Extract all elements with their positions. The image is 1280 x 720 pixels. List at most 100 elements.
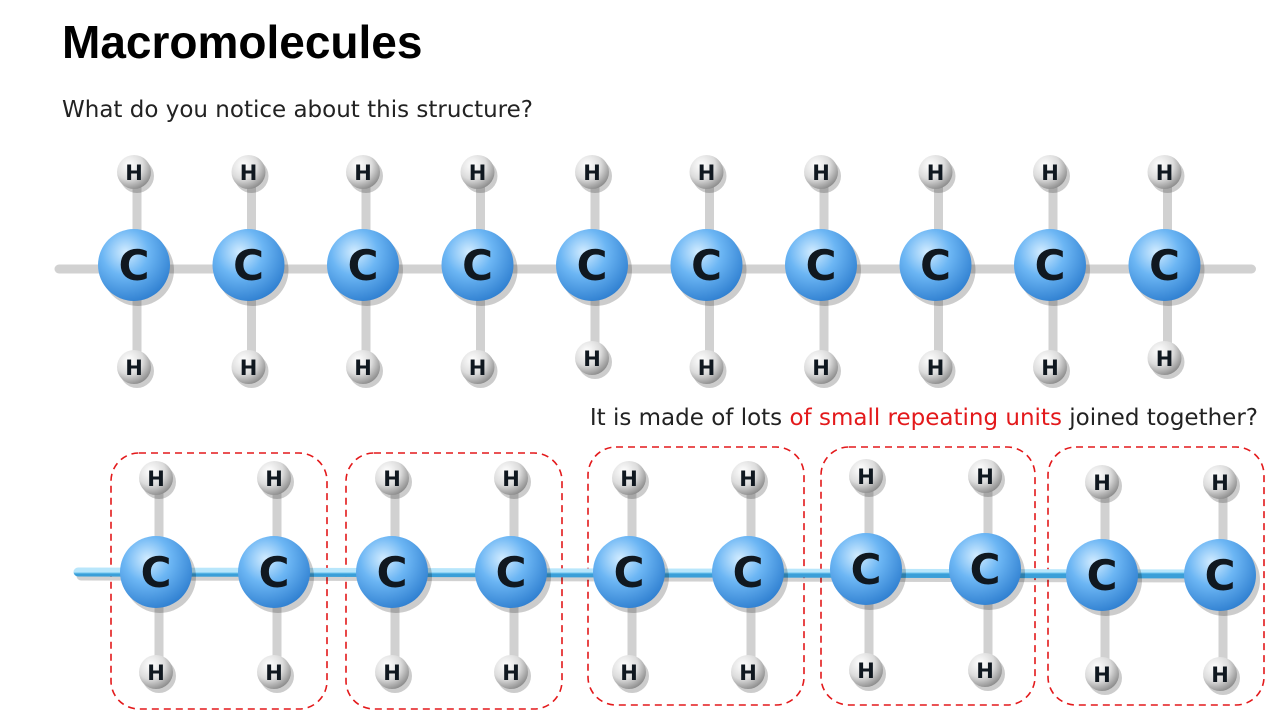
hydrogen-symbol: H	[265, 661, 283, 685]
hydrogen-symbol: H	[1211, 663, 1229, 687]
repeat-unit-outline	[1047, 446, 1265, 706]
hydrogen-atom: H	[117, 350, 154, 388]
hydrogen-symbol: H	[927, 356, 945, 380]
hydrogen-atom: H	[689, 350, 727, 388]
hydrogen-atom: H	[460, 155, 498, 193]
hydrogen-atom: H	[257, 461, 294, 499]
carbon-symbol: C	[233, 241, 264, 290]
carbon-symbol: C	[462, 241, 493, 290]
carbon-atom: C	[830, 533, 906, 610]
hydrogen-atom: H	[731, 655, 768, 693]
carbon-symbol: C	[119, 241, 150, 290]
carbon-symbol: C	[691, 241, 722, 290]
hydrogen-symbol: H	[125, 356, 143, 380]
carbon-atom: C	[475, 536, 551, 613]
hydrogen-atom: H	[968, 459, 1005, 497]
carbon-symbol: C	[733, 548, 764, 597]
carbon-symbol: C	[920, 241, 951, 290]
hydrogen-symbol: H	[812, 161, 830, 185]
carbon-symbol: C	[259, 548, 290, 597]
carbon-symbol: C	[970, 545, 1001, 594]
answer-text-end: joined together?	[1061, 405, 1258, 431]
hydrogen-atom: H	[257, 655, 294, 693]
hydrogen-atom: H	[460, 350, 498, 388]
hydrogen-symbol: H	[125, 161, 143, 185]
hydrogen-symbol: H	[976, 659, 994, 683]
hydrogen-symbol: H	[469, 161, 487, 185]
hydrogen-symbol: H	[383, 467, 401, 491]
carbon-atom: C	[1014, 229, 1090, 306]
hydrogen-symbol: H	[976, 465, 994, 489]
hydrogen-symbol: H	[354, 161, 372, 185]
hydrogen-symbol: H	[927, 161, 945, 185]
hydrogen-symbol: H	[698, 356, 716, 380]
carbon-atom: C	[785, 229, 861, 306]
hydrogen-atom: H	[918, 350, 956, 388]
carbon-symbol: C	[1035, 241, 1066, 290]
hydrogen-symbol: H	[739, 661, 757, 685]
hydrogen-symbol: H	[265, 467, 283, 491]
hydrogen-atom: H	[1203, 657, 1240, 695]
hydrogen-atom: H	[575, 155, 612, 193]
hydrogen-atom: H	[575, 341, 612, 379]
carbon-symbol: C	[496, 548, 527, 597]
carbon-atom: C	[1128, 229, 1205, 306]
carbon-symbol: C	[377, 548, 408, 597]
carbon-atom: C	[327, 229, 403, 306]
hydrogen-atom: H	[1085, 657, 1122, 695]
answer-text-start: It is made of lots	[589, 405, 790, 431]
hydrogen-symbol: H	[857, 465, 875, 489]
hydrogen-symbol: H	[1041, 161, 1059, 185]
hydrogen-symbol: H	[583, 347, 601, 371]
hydrogen-atom: H	[375, 461, 412, 499]
hydrogen-symbol: H	[469, 356, 487, 380]
hydrogen-atom: H	[804, 350, 841, 388]
hydrogen-atom: H	[1147, 341, 1185, 379]
hydrogen-atom: H	[918, 155, 956, 193]
carbon-atom: C	[441, 229, 518, 306]
carbon-atom: C	[949, 533, 1025, 610]
hydrogen-symbol: H	[583, 161, 601, 185]
hydrogen-atom: H	[731, 461, 768, 499]
slide-title: Macromolecules	[62, 16, 423, 68]
hydrogen-atom: H	[1033, 350, 1070, 388]
hydrogen-symbol: H	[383, 661, 401, 685]
question-text: What do you notice about this structure?	[62, 97, 533, 123]
carbon-symbol: C	[141, 548, 172, 597]
hydrogen-symbol: H	[857, 659, 875, 683]
hydrogen-atom: H	[849, 459, 886, 497]
hydrogen-atom: H	[849, 653, 886, 691]
carbon-atom: C	[712, 536, 788, 613]
hydrogen-atom: H	[139, 461, 176, 499]
hydrogen-symbol: H	[1093, 471, 1111, 495]
carbon-atom: C	[1066, 539, 1142, 616]
hydrogen-atom: H	[231, 350, 269, 388]
hydrogen-atom: H	[804, 155, 841, 193]
carbon-symbol: C	[614, 548, 645, 597]
carbon-symbol: C	[851, 545, 882, 594]
carbon-atom: C	[899, 229, 976, 306]
carbon-symbol: C	[806, 241, 837, 290]
hydrogen-atom: H	[1085, 465, 1122, 503]
hydrogen-atom: H	[1147, 155, 1185, 193]
carbon-symbol: C	[1149, 241, 1180, 290]
hydrogen-symbol: H	[1211, 471, 1229, 495]
hydrogen-symbol: H	[147, 661, 165, 685]
carbon-symbol: C	[1087, 551, 1118, 600]
repeat-unit-outline	[345, 452, 563, 710]
hydrogen-atom: H	[1033, 155, 1070, 193]
hydrogen-atom: H	[346, 350, 383, 388]
answer-highlight: of small repeating units	[789, 405, 1062, 431]
hydrogen-atom: H	[968, 653, 1005, 691]
carbon-atom: C	[120, 536, 196, 613]
hydrogen-atom: H	[612, 655, 649, 693]
carbon-symbol: C	[348, 241, 379, 290]
carbon-atom: C	[98, 229, 174, 306]
hydrogen-symbol: H	[147, 467, 165, 491]
carbon-atom: C	[670, 229, 747, 306]
hydrogen-atom: H	[117, 155, 154, 193]
hydrogen-symbol: H	[1093, 663, 1111, 687]
